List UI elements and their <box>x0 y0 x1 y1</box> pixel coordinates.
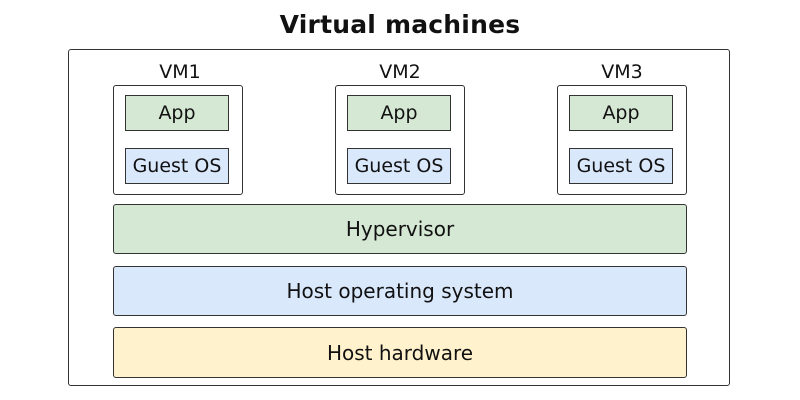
vm2-box: App Guest OS <box>335 85 465 195</box>
vm2-app-box: App <box>347 95 451 131</box>
vm1-box: App Guest OS <box>113 85 243 195</box>
vm1-label: VM1 <box>159 61 201 83</box>
vm3-app-box: App <box>569 95 673 131</box>
vm1-app-box: App <box>125 95 229 131</box>
vm1-guest-os-box: Guest OS <box>125 148 229 184</box>
vm3-box: App Guest OS <box>557 85 687 195</box>
hypervisor-layer: Hypervisor <box>113 204 687 254</box>
host-hardware-layer: Host hardware <box>113 327 687 378</box>
diagram-title: Virtual machines <box>279 10 521 39</box>
vm3-label: VM3 <box>601 61 643 83</box>
vm3-guest-os-box: Guest OS <box>569 148 673 184</box>
vm2-guest-os-box: Guest OS <box>347 148 451 184</box>
host-os-layer: Host operating system <box>113 266 687 316</box>
vm2-label: VM2 <box>379 61 421 83</box>
